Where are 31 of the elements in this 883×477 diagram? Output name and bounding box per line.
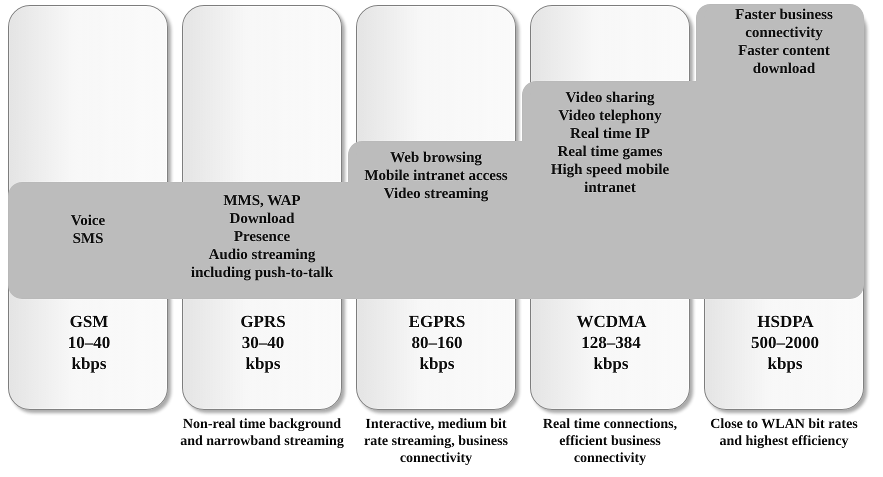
service-item: Video telephony (557, 107, 663, 125)
technology-column (8, 5, 168, 410)
service-item: MMS, WAP (222, 192, 302, 210)
service-band (8, 182, 168, 299)
column-caption: Interactive, medium bit rate streaming, business connectivity (362, 416, 510, 467)
column-caption: Close to WLAN bit rates and highest efficiency (709, 416, 859, 450)
technology-column (704, 5, 864, 410)
technology-rate-label: GSM 10–40 kbps (66, 311, 112, 374)
service-item: Real time IP (569, 125, 651, 143)
service-item: Mobile intranet access (363, 167, 509, 185)
technology-rate-label: HSDPA 500–2000 kbps (750, 311, 820, 374)
service-item: High speed mobile intranet (550, 161, 670, 197)
technology-rate-label: EGPRS 80–160 kbps (408, 311, 466, 374)
technology-column (356, 5, 516, 410)
service-item: Video sharing (564, 89, 656, 107)
column-caption: Real time connections, efficient business connectivity (542, 416, 678, 467)
service-item: Presence (232, 228, 292, 246)
service-item: SMS (72, 230, 104, 248)
technology-column (182, 5, 342, 410)
column-caption: Non-real time background and narrowband streaming (179, 416, 345, 450)
technology-rate-label: WCDMA 128–384 kbps (576, 311, 647, 374)
service-item: Faster content download (737, 42, 831, 78)
service-item: Download (228, 210, 296, 228)
service-item: Faster business connectivity (734, 6, 834, 42)
service-item: Real time games (556, 143, 664, 161)
service-item: Voice (70, 212, 106, 230)
service-band (704, 4, 864, 299)
service-item: Web browsing (389, 149, 483, 167)
technology-rate-label: GPRS 30–40 kbps (239, 311, 287, 374)
service-item: Video streaming (382, 185, 490, 203)
service-item: Audio streaming including push-to-talk (190, 246, 334, 282)
